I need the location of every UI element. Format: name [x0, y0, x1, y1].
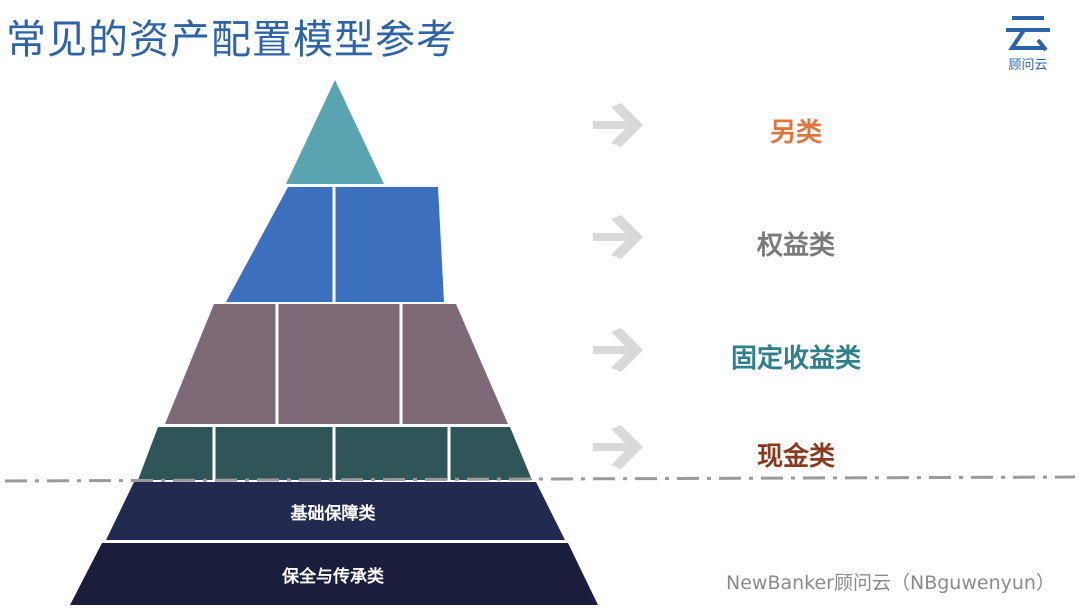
layer-base-protection — [106, 482, 565, 540]
category-cash: 现金类 — [756, 442, 835, 472]
page-title: 常见的资产配置模型参考 — [6, 17, 457, 63]
legacy-layer-label: 保全与传承类 — [281, 566, 385, 587]
divider-line — [4, 475, 1076, 483]
logo-text: 顾问云 — [1008, 58, 1048, 73]
base-layer-label: 基础保障类 — [290, 503, 377, 524]
cloud-character-icon — [1006, 16, 1050, 52]
layer-alternative — [286, 80, 384, 184]
arrow-right-icon — [593, 215, 643, 259]
category-equity: 权益类 — [756, 231, 835, 261]
layer-preservation — [70, 543, 598, 605]
arrow-right-icon — [593, 425, 643, 469]
category-fixed-income: 固定收益类 — [730, 344, 861, 374]
arrow-right-icon — [593, 103, 643, 147]
layer-fixed-income — [165, 304, 508, 424]
brand-logo: 顾问云 — [998, 10, 1058, 73]
arrow-right-icon — [593, 328, 643, 372]
footer-watermark: NewBanker顾问云（NBguwenyun） — [726, 572, 1055, 594]
category-alternative: 另类 — [769, 118, 822, 148]
